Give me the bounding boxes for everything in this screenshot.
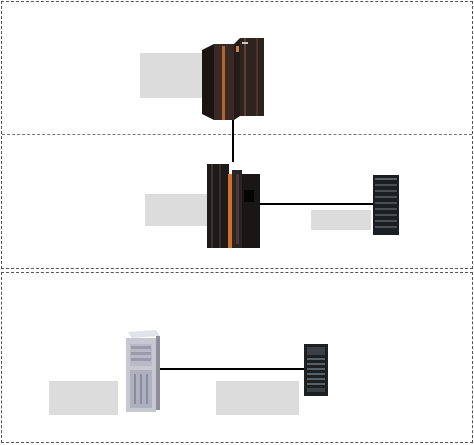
upper-zone [1,1,473,269]
label-mainframe-middle [145,194,207,226]
lower-zone [1,272,473,443]
label-blade-server [216,381,299,415]
link-mainframe-to-rack-server [258,203,374,205]
label-rack-server [311,210,371,230]
link-mainframe-top-to-middle [232,118,234,162]
blade-server-icon [304,344,328,396]
link-tower-to-blade-server [158,368,306,370]
tower-server-icon [126,330,160,412]
zone-divider [2,134,472,135]
label-tower-server [49,381,118,415]
label-mainframe-top [140,53,202,98]
mainframe-server-icon [202,38,264,120]
mainframe-server-icon [207,164,260,248]
rack-server-icon [373,175,399,235]
